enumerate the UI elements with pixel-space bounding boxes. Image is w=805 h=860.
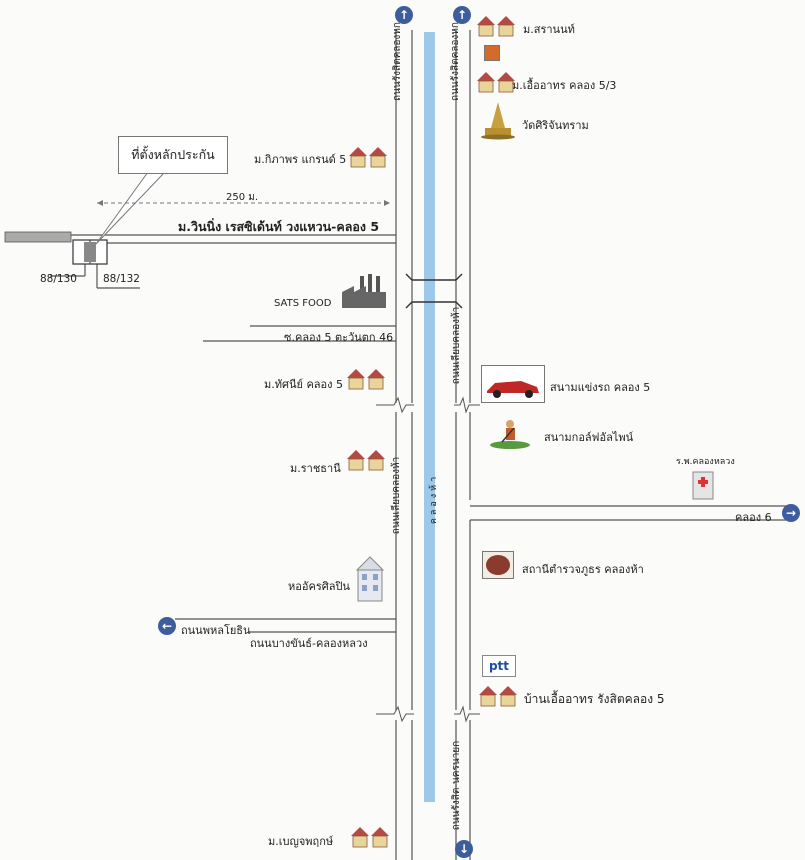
phahon-road-label: ถนนพหลโยธิน (181, 624, 251, 637)
saranon-label: ม.สรานนท์ (523, 23, 575, 36)
plot-number-left: 88/130 (40, 273, 77, 285)
police-emblem-icon (482, 551, 514, 579)
plot-fill (84, 242, 96, 262)
sats-label: SATS FOOD (274, 298, 332, 309)
collateral-location-callout: ที่ตั้งหลักประกัน (118, 136, 228, 174)
plot-number-right: 88/132 (103, 273, 140, 285)
bridge (405, 273, 463, 309)
racetrack-label: สนามแข่งรถ คลอง 5 (550, 381, 651, 394)
right-top-road-label: ถนนรังสิตคลองหก (449, 22, 461, 101)
uea-athon-53-label: ม.เอื้ออาทร คลอง 5/3 (512, 79, 617, 92)
baan-uea-athon-label: บ้านเอื้ออาทร รังสิตคลอง 5 (524, 692, 665, 706)
left-mid-road-label: ถนนเลียบคลองห้า (391, 456, 403, 535)
thatsanee-label: ม.ทัศนีย์ คลอง 5 (264, 378, 344, 391)
dorm-label: หออัครศิลปิน (288, 580, 350, 593)
village-road-label: ม.วินนิ่ง เรสซิเด้นท์ วงแหวน-คลอง 5 (178, 219, 380, 234)
police-label: สถานีตำรวจภูธร คลองห้า (522, 563, 644, 576)
ratchathani-label: ม.ราชธานี (290, 462, 341, 475)
temple-icon (481, 102, 515, 140)
canal (424, 32, 435, 802)
ptt-logo-icon: ptt (482, 655, 516, 677)
canal-label: คลองห้า (429, 473, 440, 525)
road-break-marks (376, 396, 480, 723)
bottom-right-road-label: ถนนรังสิต-นครนายก (451, 740, 463, 831)
house-icon (477, 72, 515, 93)
factory-icon (342, 274, 386, 308)
distance-label: 250 ม. (226, 192, 259, 203)
house-icon (477, 16, 515, 37)
soi-road-label: ซ.คลอง 5 ตะวันตก 46 (284, 331, 394, 344)
house-icon (349, 147, 387, 168)
callout-pointer (95, 171, 167, 245)
seven-eleven-icon (484, 45, 500, 61)
house-icon (351, 827, 389, 848)
left-top-road-label: ถนนรังสิตคลองหก (391, 22, 403, 101)
east-arrow-icon: → (782, 504, 800, 522)
race-car-icon (481, 365, 545, 403)
golf-icon (490, 420, 530, 449)
building-icon (356, 556, 384, 602)
house-icon (347, 369, 385, 390)
hospital-icon (692, 471, 714, 500)
bangkhan-road-label: ถนนบางขันธ์-คลองหลวง (250, 637, 368, 650)
west-arrow-icon: ← (158, 617, 176, 635)
wat-label: วัดศิริจันทราม (522, 119, 589, 132)
hatched-strip (4, 231, 72, 243)
kippaphon-label: ม.กิภาพร แกรนด์ 5 (254, 153, 347, 166)
north-arrow-right-icon: ↑ (453, 6, 471, 24)
hospital-label: ร.พ.คลองหลวง (676, 457, 735, 467)
house-icon (347, 450, 385, 471)
benjapruk-label: ม.เบญจพฤกษ์ (268, 835, 334, 848)
golf-label: สนามกอล์ฟอัลไพน์ (544, 431, 634, 444)
right-mid-road-label: ถนนเลียบคลองห้า (451, 306, 463, 385)
khlong6-label: คลอง 6 (735, 511, 772, 524)
south-arrow-icon: ↓ (455, 840, 473, 858)
house-icon (479, 686, 517, 707)
north-arrow-left-icon: ↑ (395, 6, 413, 24)
